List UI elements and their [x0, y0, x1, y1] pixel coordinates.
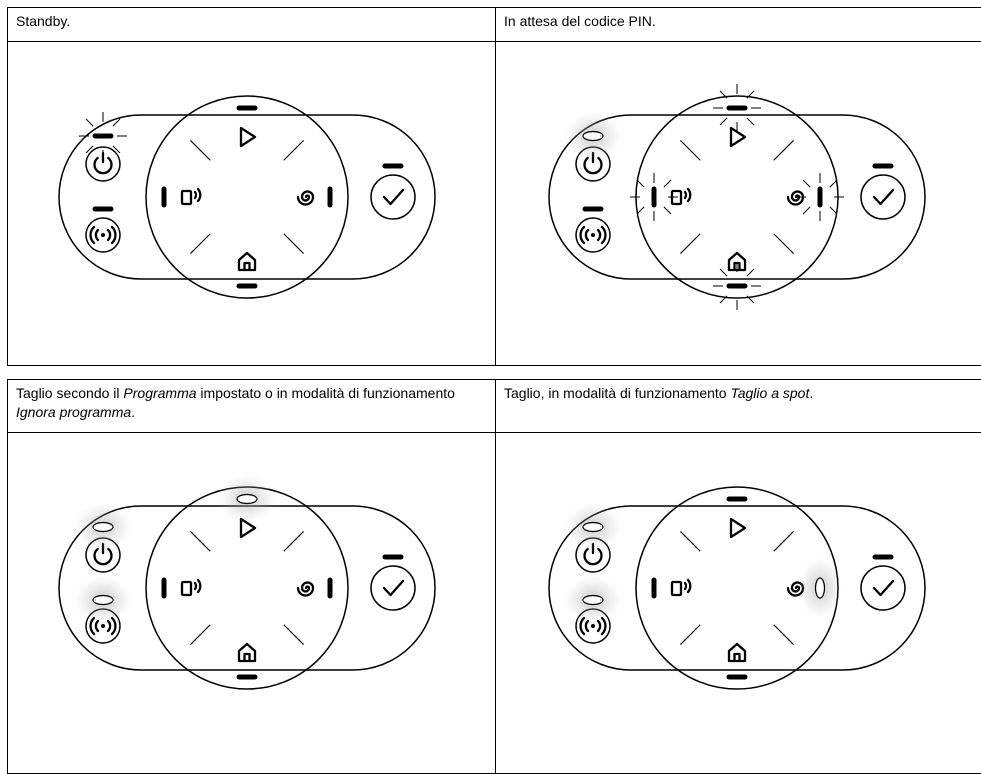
ok-button — [861, 175, 905, 219]
ok-button — [371, 566, 415, 610]
image-cell-programma — [8, 433, 496, 774]
play-led — [713, 84, 761, 132]
caption-cell-programma: Taglio secondo il Programma impostato o … — [8, 380, 496, 433]
spiral-led — [798, 558, 842, 618]
dial-divider — [680, 234, 700, 254]
play-led — [219, 475, 275, 523]
dial-divider — [190, 234, 210, 254]
dial-divider — [680, 531, 700, 551]
control-panel-programma — [8, 433, 494, 773]
caption-italic-term: Taglio a spot — [730, 385, 809, 401]
control-panel-standby — [8, 42, 494, 362]
spiral-led — [796, 173, 844, 221]
check-icon — [384, 190, 403, 204]
caption-standby: Standby. — [8, 8, 495, 31]
dial-divider — [284, 140, 304, 160]
dial-divider — [190, 625, 210, 645]
dial-divider — [284, 625, 304, 645]
home-icon — [729, 644, 745, 661]
phone-icon — [182, 580, 200, 595]
dial-divider — [680, 140, 700, 160]
caption-cell-standby: Standby. — [8, 8, 496, 42]
caption-cell-spot: Taglio, in modalità di funzionamento Tag… — [496, 380, 981, 433]
control-panel-pin — [496, 42, 981, 362]
mode-dial — [146, 96, 348, 298]
phone-icon — [672, 580, 690, 595]
connect-led — [565, 576, 621, 624]
power-led — [565, 503, 621, 551]
robot-keypad — [59, 96, 435, 298]
wireless-icon — [91, 227, 116, 243]
caption-row-2: Taglio secondo il Programma impostato o … — [8, 380, 981, 433]
power-led — [75, 503, 131, 551]
dial-divider — [190, 140, 210, 160]
home-icon — [239, 253, 255, 270]
play-icon — [241, 128, 255, 146]
caption-cell-pin: In attesa del codice PIN. — [496, 8, 981, 42]
caption-text: In attesa del codice PIN. — [504, 13, 656, 29]
caption-text: . — [809, 385, 813, 401]
play-icon — [731, 128, 745, 146]
check-icon — [874, 190, 893, 204]
dial-divider — [284, 531, 304, 551]
dial-divider — [680, 625, 700, 645]
control-panel-spot — [496, 433, 981, 773]
home-icon — [239, 644, 255, 661]
image-cell-pin — [496, 42, 981, 366]
dial-divider — [190, 531, 210, 551]
robot-keypad — [59, 475, 435, 689]
check-icon — [384, 581, 403, 595]
caption-text: Taglio, in modalità di funzionamento — [504, 385, 730, 401]
robot-keypad — [549, 84, 925, 310]
spiral-icon — [788, 192, 803, 205]
ok-button — [371, 175, 415, 219]
ok-button — [861, 566, 905, 610]
phone-icon — [182, 189, 200, 204]
power-led — [79, 112, 127, 160]
caption-pin: In attesa del codice PIN. — [496, 8, 981, 31]
caption-text: . — [131, 404, 135, 420]
image-row-1 — [8, 42, 981, 366]
dial-divider — [774, 140, 794, 160]
dial-divider — [284, 234, 304, 254]
caption-spot: Taglio, in modalità di funzionamento Tag… — [496, 380, 981, 403]
spiral-icon — [298, 192, 313, 205]
caption-text: Taglio secondo il — [16, 385, 123, 401]
dial-divider — [774, 531, 794, 551]
caption-programma: Taglio secondo il Programma impostato o … — [8, 380, 495, 422]
play-icon — [731, 519, 745, 537]
status-table: Standby. In attesa del codice PIN. — [7, 7, 981, 366]
image-cell-standby — [8, 42, 496, 366]
dial-divider — [774, 234, 794, 254]
connect-led — [75, 576, 131, 624]
image-row-2 — [8, 433, 981, 774]
image-cell-spot — [496, 433, 981, 774]
home-led — [713, 262, 761, 310]
status-table-2: Taglio secondo il Programma impostato o … — [7, 379, 981, 774]
caption-row-1: Standby. In attesa del codice PIN. — [8, 8, 981, 42]
phone-led — [630, 173, 678, 221]
wireless-icon — [581, 227, 606, 243]
caption-text: impostato o in modalità di funzionamento — [197, 385, 455, 401]
check-icon — [874, 581, 893, 595]
caption-italic-term: Ignora programma — [16, 404, 131, 420]
power-led — [565, 112, 621, 160]
dial-divider — [774, 625, 794, 645]
spiral-icon — [298, 583, 313, 596]
caption-text: Standby. — [16, 13, 70, 29]
robot-keypad — [549, 487, 925, 689]
caption-italic-term: Programma — [123, 385, 196, 401]
